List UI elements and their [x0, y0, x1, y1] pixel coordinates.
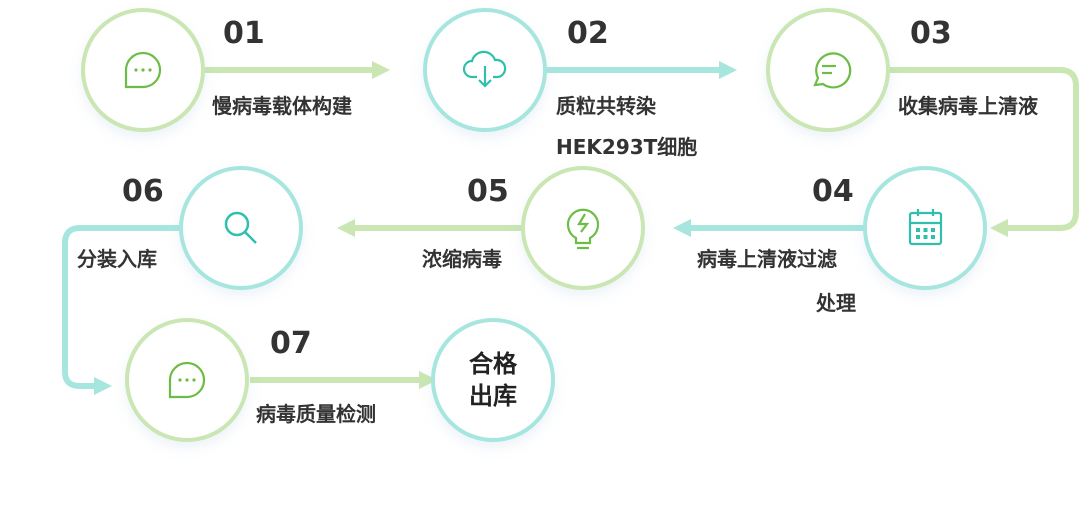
step-02-label-line2: HEK293T细胞 [556, 135, 698, 159]
step-03-circle [766, 8, 890, 132]
chat-bubble-icon [124, 51, 162, 89]
step-06-number: 06 [122, 174, 164, 209]
step-01-number: 01 [223, 16, 265, 51]
step-02-label: 质粒共转染 [556, 94, 656, 118]
final-label-line2: 出库 [469, 382, 517, 410]
chat-bubble-icon [168, 361, 206, 399]
step-04-number: 04 [812, 174, 854, 209]
step-05-number: 05 [467, 174, 509, 209]
step-06-label: 分装入库 [77, 247, 157, 271]
step-03-number: 03 [910, 16, 952, 51]
step-01-label: 慢病毒载体构建 [212, 94, 352, 118]
step-02-number: 02 [567, 16, 609, 51]
final-label: 合格 出库 [453, 348, 533, 412]
step-03-label: 收集病毒上清液 [898, 94, 1038, 118]
step-05-label: 浓缩病毒 [422, 247, 502, 271]
lightbulb-icon [566, 208, 600, 250]
final-circle [431, 318, 555, 442]
step-07-label: 病毒质量检测 [256, 402, 376, 426]
step-04-label-line2: 处理 [816, 291, 856, 315]
step-07-number: 07 [270, 326, 312, 361]
arrow-03-04 [890, 67, 1079, 231]
search-icon [224, 211, 257, 244]
step-06-circle [179, 166, 303, 290]
calendar-icon [908, 209, 943, 246]
step-04-label: 病毒上清液过滤 [697, 247, 837, 271]
arrow-06-07 [62, 225, 180, 389]
cloud-download-icon [462, 50, 507, 88]
message-icon [813, 52, 852, 89]
final-label-line1: 合格 [469, 350, 517, 378]
